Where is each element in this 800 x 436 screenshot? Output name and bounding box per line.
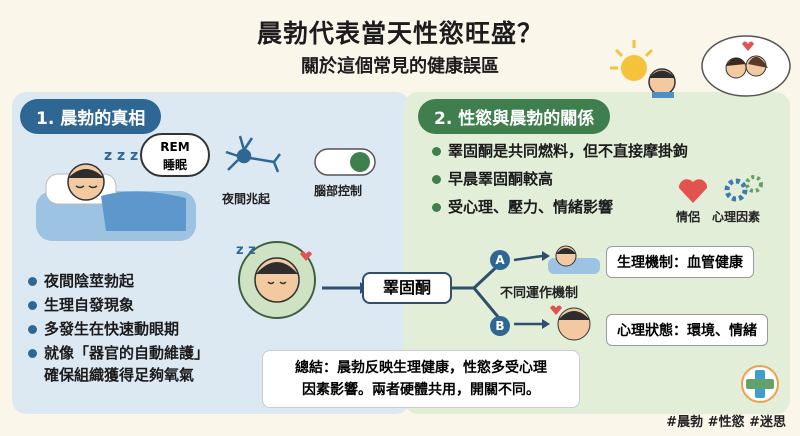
thought-cloud-icon [701, 35, 791, 97]
page-title: 晨勃代表當天性慾旺盛？ [256, 19, 543, 48]
speech-line-1: REM [160, 140, 190, 154]
list-item: 生理自發現象 [26, 294, 286, 316]
list-item: 睪固酮是共同燃料，但不直接摩掛鉤 [430, 140, 790, 162]
worried-man-icon [550, 305, 591, 341]
summary-box: 總結：晨勃反映生理健康，性慾多受心理 因素影響。兩者硬體共用，開關不同。 [262, 350, 580, 408]
hormone-box: 睪固酮 [362, 272, 452, 304]
page-subtitle: 關於這個常見的健康誤區 [301, 56, 499, 77]
summary-line-2: 因素影響。兩者硬體共用，開關不同。 [302, 382, 540, 398]
mechanism-label: 不同運作機制 [500, 286, 579, 301]
truth-bullet-list: 夜間陰莖勃起 生理自發現象 多發生在快速動眼期 就像「器官的自動維護」 確保組織… [26, 270, 286, 388]
gear-icon [724, 175, 763, 202]
zzz-small-icon: z z [236, 243, 256, 258]
toggle-icon [314, 148, 376, 176]
sleeping-man-illustration: z z z [36, 148, 196, 241]
hashtags: #晨勃 #性慾 #迷思 [666, 415, 786, 430]
zzz-icon: z z z [104, 148, 138, 164]
list-item: 早晨睪固酮較高 [430, 168, 790, 190]
section-tag-truth: 1. 晨勃的真相 [20, 99, 162, 134]
gear-label: 心理因素 [712, 210, 761, 224]
sleeping-man-small-icon [548, 245, 600, 274]
branch-b-badge: B [490, 316, 510, 336]
list-item: 受心理、壓力、情緒影響 [430, 196, 790, 218]
mechanism-b-box: 心理狀態：環境、情緒 [606, 314, 768, 346]
neuron-label: 夜間兆起 [222, 192, 271, 206]
relation-bullet-list: 睪固酮是共同燃料，但不直接摩掛鉤 早晨睪固酮較高 受心理、壓力、情緒影響 [430, 140, 790, 224]
mechanism-a-box: 生理機制：血管健康 [606, 246, 754, 278]
man-face-illustration: z z [236, 241, 316, 319]
list-item: 夜間陰莖勃起 [26, 270, 286, 292]
speech-line-2: 睡眠 [162, 158, 187, 172]
heart-label: 情侶 [676, 210, 701, 224]
branch-a-badge: A [490, 250, 510, 270]
couple-illustration [610, 35, 791, 98]
list-item: 多發生在快速動眼期 [26, 318, 286, 340]
heart-small-icon [300, 251, 312, 261]
section-tag-relation: 2. 性慾與晨勃的關係 [418, 99, 611, 134]
sun-icon [610, 40, 654, 81]
heart-icon [678, 179, 708, 203]
neuron-icon [225, 135, 281, 173]
toggle-label: 腦部控制 [314, 184, 363, 198]
list-item: 就像「器官的自動維護」 確保組織獲得足夠氧氣 [26, 342, 286, 386]
summary-line-1: 總結：晨勃反映生理健康，性慾多受心理 [295, 360, 547, 376]
list-item-line-1: 就像「器官的自動維護」 [44, 344, 210, 362]
health-cross-icon [741, 365, 779, 403]
rem-speech-bubble: REM 睡眠 [140, 133, 210, 177]
man-cheering-icon [648, 68, 676, 98]
list-item-line-2: 確保組織獲得足夠氧氣 [44, 366, 195, 384]
